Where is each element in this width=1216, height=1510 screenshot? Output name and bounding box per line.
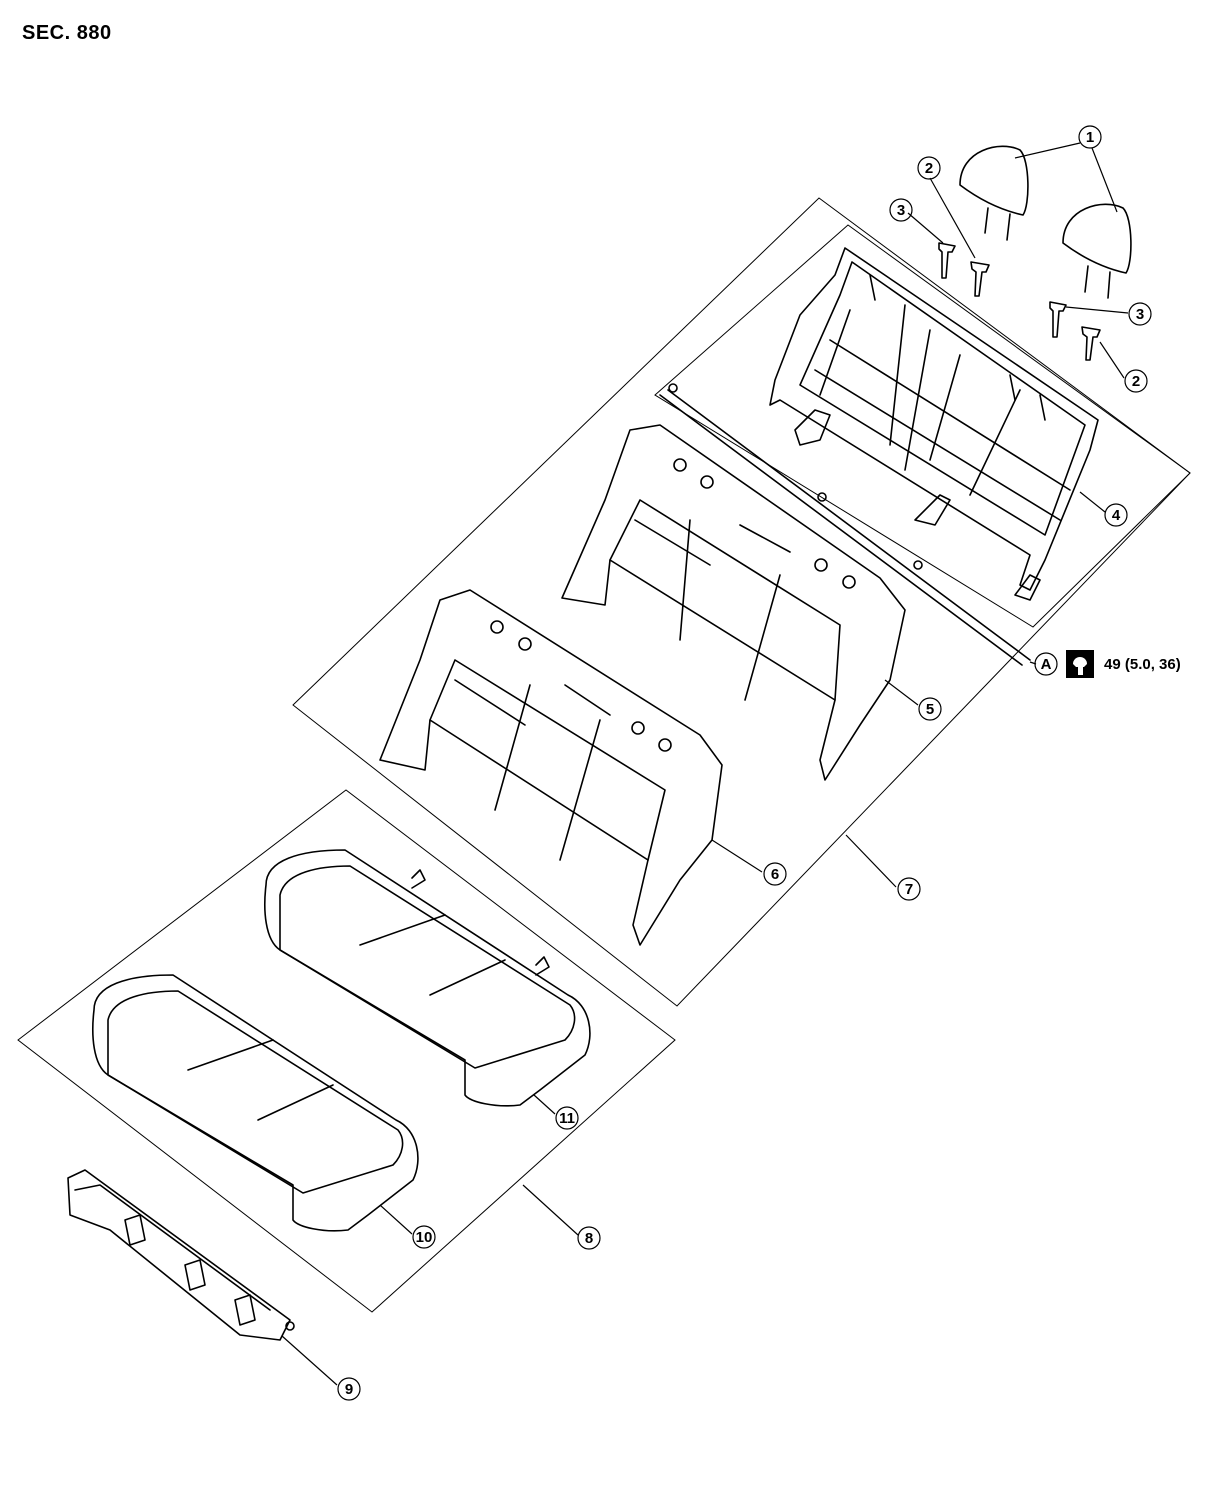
callout-8: 8 [577,1226,601,1250]
callout-10: 10 [412,1225,436,1249]
callout-2-top: 2 [917,156,941,180]
svg-text:2: 2 [1132,373,1140,390]
svg-text:8: 8 [585,1230,593,1247]
svg-text:4: 4 [1112,507,1121,524]
callout-6: 6 [763,862,787,886]
seatback-pad [379,589,723,946]
torque-ref-label: A [1041,656,1052,673]
svg-text:10: 10 [416,1229,433,1246]
callout-9: 9 [337,1377,361,1401]
callout-3-right: 3 [1128,302,1152,326]
leader-lines [281,142,1129,1386]
torque-spec: A 49 (5.0, 36) [1034,650,1181,678]
svg-text:11: 11 [559,1110,575,1127]
svg-text:7: 7 [905,881,913,898]
svg-text:3: 3 [1136,306,1144,323]
callout-4: 4 [1104,503,1128,527]
svg-text:5: 5 [926,701,934,718]
seatback-frame [769,247,1099,601]
seat-cushion-frame [67,1169,295,1341]
svg-text:6: 6 [771,866,779,883]
svg-text:9: 9 [345,1381,353,1398]
callout-5: 5 [918,697,942,721]
callout-1: 1 [1078,125,1102,149]
seat-cushion-trim [264,849,591,1107]
seat-cushion-pad [92,974,419,1232]
callout-3-top: 3 [889,198,913,222]
svg-text:1: 1 [1086,129,1094,146]
seatback-trim-rear [561,424,906,781]
seatback-retainer-bar [659,383,1031,666]
headrest-left [959,145,1029,241]
frame-cushion-assembly [17,789,676,1313]
callout-11: 11 [555,1106,579,1130]
torque-value: 49 (5.0, 36) [1104,656,1181,673]
torque-wrench-icon [1066,650,1094,678]
svg-text:2: 2 [925,160,933,177]
svg-text:3: 3 [897,202,905,219]
section-label: SEC. 880 [22,22,112,44]
frame-seatback-frame [654,224,1191,628]
headrest-right [1062,203,1132,299]
callout-2-right: 2 [1124,369,1148,393]
headrest-guide-upper [938,242,1101,361]
callout-7: 7 [897,877,921,901]
